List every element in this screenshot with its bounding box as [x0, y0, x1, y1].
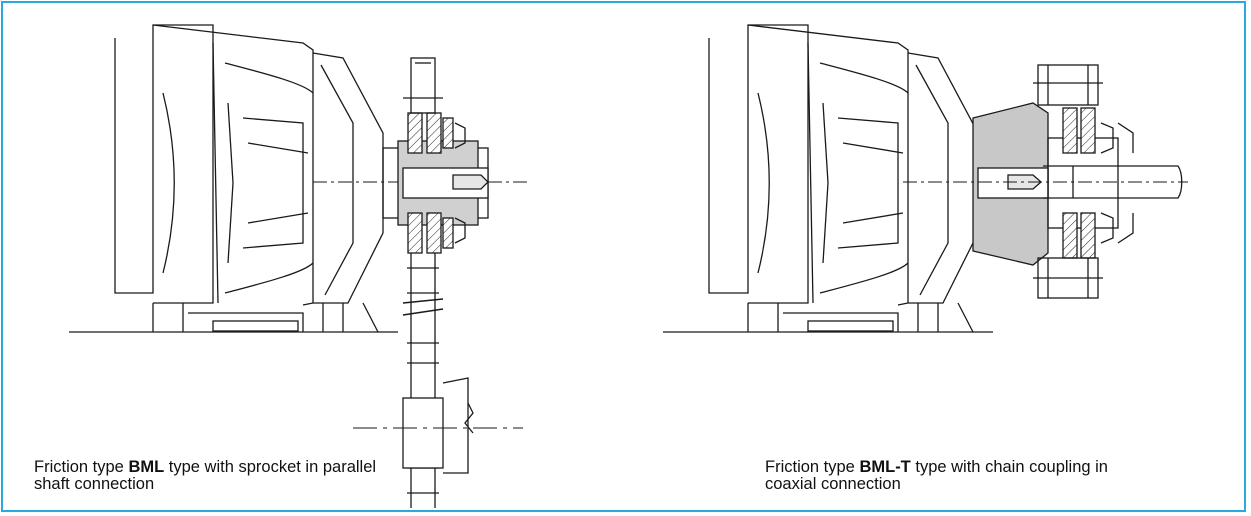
technical-drawings	[69, 24, 1188, 508]
right-gearbox-drawing	[663, 24, 1188, 333]
caption-left-suffix: type with sprocket in parallel shaft con…	[34, 458, 377, 493]
caption-left-model: BML	[128, 458, 165, 476]
caption-left: Friction type BML type with sprocket in …	[34, 459, 394, 493]
caption-right-prefix: Friction type	[765, 458, 860, 476]
left-chain	[410, 253, 436, 508]
caption-right-model: BML-T	[859, 458, 911, 476]
left-gearbox-drawing	[69, 24, 528, 508]
caption-right: Friction type BML-T type with chain coup…	[765, 459, 1125, 493]
left-housing-rib	[212, 42, 219, 304]
caption-right-suffix: type with chain coupling in coaxial conn…	[765, 458, 1108, 493]
left-housing-body	[152, 24, 314, 306]
left-housing-rear	[114, 24, 214, 304]
left-cone	[312, 52, 384, 304]
caption-left-prefix: Friction type	[34, 458, 129, 476]
